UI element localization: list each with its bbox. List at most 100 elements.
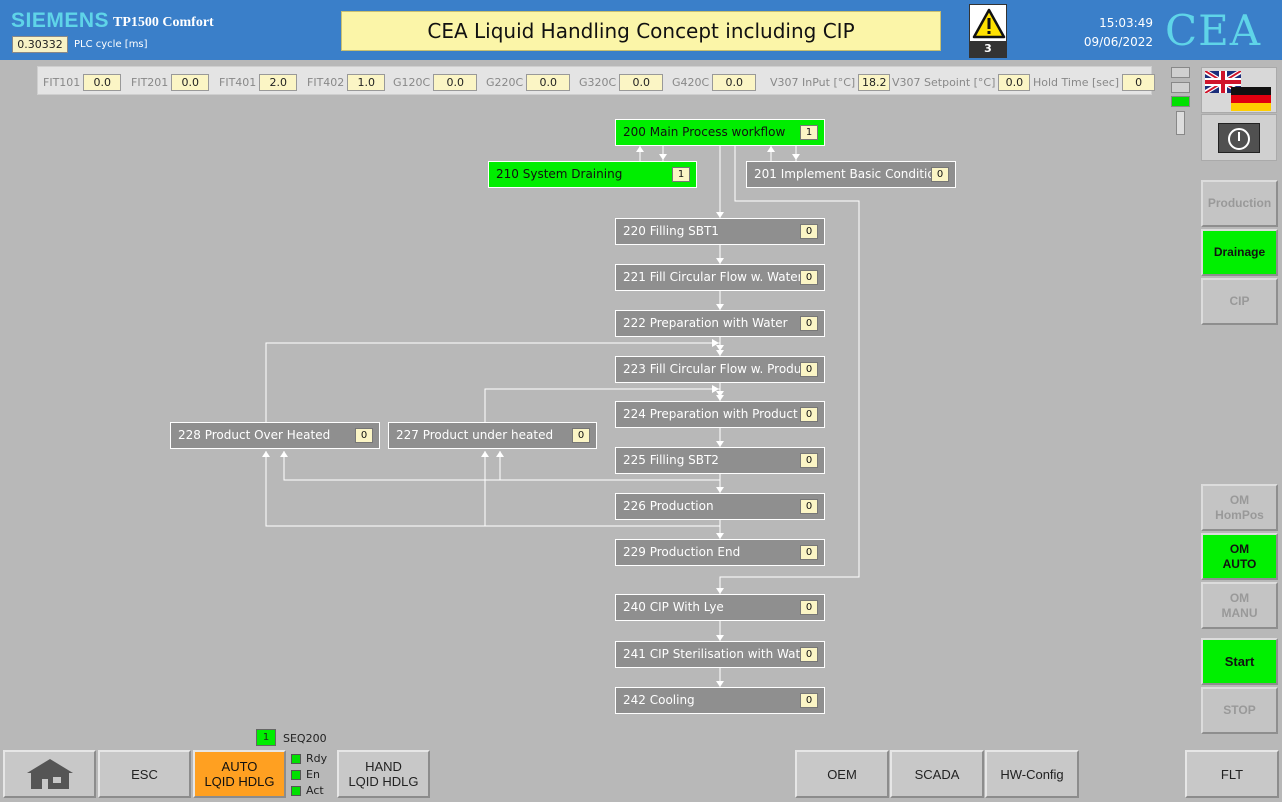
step-label: 221 Fill Circular Flow w. Water — [623, 270, 803, 284]
step-count: 1 — [800, 125, 818, 140]
sequence-value: 1 — [256, 729, 276, 746]
led-ready: Rdy — [291, 752, 327, 765]
hw-config-button[interactable]: HW-Config — [985, 750, 1079, 798]
measurement-label: G220C — [486, 75, 524, 89]
step-count: 0 — [355, 428, 373, 443]
measurement-value: 0.0 — [712, 73, 757, 91]
status-indicator — [1171, 82, 1190, 93]
stop-button[interactable]: STOP — [1201, 687, 1278, 734]
step-count: 0 — [800, 270, 818, 285]
step-count: 0 — [572, 428, 590, 443]
led-indicator — [291, 753, 301, 764]
warning-triangle-icon — [972, 8, 1006, 39]
company-logo: CEA — [1165, 6, 1262, 55]
drainage-mode-button[interactable]: Drainage — [1201, 229, 1278, 276]
step-label: 229 Production End — [623, 545, 741, 559]
step-count: 0 — [800, 407, 818, 422]
cip-mode-button[interactable]: CIP — [1201, 278, 1278, 325]
measurement-value: 0.0 — [998, 73, 1031, 91]
step-222-preparation-water[interactable]: 222 Preparation with Water 0 — [615, 310, 825, 337]
step-228-product-over-heated[interactable]: 228 Product Over Heated 0 — [170, 422, 380, 449]
measurement-value: 18.2 — [858, 73, 891, 91]
oem-button[interactable]: OEM — [795, 750, 889, 798]
step-225-filling-sbt2[interactable]: 225 Filling SBT2 0 — [615, 447, 825, 474]
step-label: 240 CIP With Lye — [623, 600, 724, 614]
step-label: 226 Production — [623, 499, 714, 513]
panel-model: TP1500 Comfort — [113, 15, 214, 30]
om-auto-button[interactable]: OM AUTO — [1201, 533, 1278, 580]
plc-cycle-value: 0.30332 — [12, 36, 68, 53]
step-label: 224 Preparation with Product — [623, 407, 798, 421]
led-label: Rdy — [306, 752, 328, 765]
language-button[interactable] — [1201, 67, 1277, 113]
alarm-button[interactable]: 3 — [969, 4, 1007, 58]
clock-time: 15:03:49 — [1099, 16, 1153, 30]
step-label: 200 Main Process workflow — [623, 125, 786, 139]
status-indicator — [1171, 67, 1190, 78]
measurement-label: G420C — [672, 75, 710, 89]
measurement-value: 1.0 — [347, 73, 386, 91]
production-mode-button[interactable]: Production — [1201, 180, 1278, 227]
step-count: 0 — [800, 600, 818, 615]
start-button[interactable]: Start — [1201, 638, 1278, 685]
step-count: 0 — [800, 362, 818, 377]
measurement-value: 0.0 — [526, 73, 571, 91]
alarm-count: 3 — [970, 41, 1006, 57]
measurement-value: 0.0 — [83, 73, 122, 91]
step-count: 0 — [800, 224, 818, 239]
auto-liquid-handling-button[interactable]: AUTO LQID HDLG — [193, 750, 286, 798]
header-bar: SIEMENS TP1500 Comfort 0.30332 PLC cycle… — [0, 0, 1282, 60]
led-label: Act — [306, 784, 324, 797]
step-count: 1 — [672, 167, 690, 182]
fault-button[interactable]: FLT — [1185, 750, 1279, 798]
measurement-value: 2.0 — [259, 73, 298, 91]
power-button-face — [1218, 123, 1260, 153]
scada-button[interactable]: SCADA — [890, 750, 984, 798]
scroll-indicator[interactable] — [1176, 111, 1185, 135]
measurement-value: 0 — [1122, 73, 1156, 91]
om-manu-button[interactable]: OM MANU — [1201, 582, 1278, 629]
step-label: 223 Fill Circular Flow w. Product — [623, 362, 813, 376]
measurement-label: V307 InPut [°C] — [770, 75, 856, 89]
om-hompos-button[interactable]: OM HomPos — [1201, 484, 1278, 531]
step-label: 210 System Draining — [496, 167, 623, 181]
step-label: 222 Preparation with Water — [623, 316, 788, 330]
step-240-cip-lye[interactable]: 240 CIP With Lye 0 — [615, 594, 825, 621]
step-count: 0 — [800, 545, 818, 560]
measurement-label: FIT201 — [131, 75, 169, 89]
step-count: 0 — [800, 316, 818, 331]
esc-button[interactable]: ESC — [98, 750, 191, 798]
brand-logo: SIEMENS — [11, 9, 110, 32]
home-button[interactable] — [3, 750, 96, 798]
step-count: 0 — [800, 693, 818, 708]
step-label: 228 Product Over Heated — [178, 428, 331, 442]
step-200-main-process[interactable]: 200 Main Process workflow 1 — [615, 119, 825, 146]
step-229-production-end[interactable]: 229 Production End 0 — [615, 539, 825, 566]
measurement-label: V307 Setpoint [°C] — [892, 75, 996, 89]
power-button[interactable] — [1201, 114, 1277, 161]
power-icon — [1228, 128, 1250, 150]
step-count: 0 — [931, 167, 949, 182]
measurement-label: G320C — [579, 75, 617, 89]
status-indicator — [1171, 96, 1190, 107]
hand-liquid-handling-button[interactable]: HAND LQID HDLG — [337, 750, 430, 798]
step-210-system-draining[interactable]: 210 System Draining 1 — [488, 161, 697, 188]
step-label: 225 Filling SBT2 — [623, 453, 719, 467]
step-count: 0 — [800, 453, 818, 468]
